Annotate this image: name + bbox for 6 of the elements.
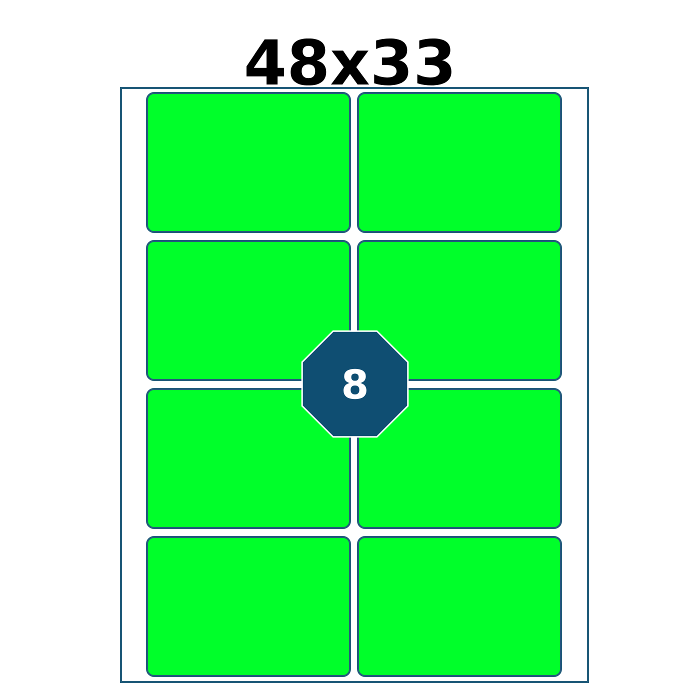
label-rectangle bbox=[357, 92, 562, 233]
label-rectangle bbox=[146, 92, 351, 233]
label-rectangle bbox=[357, 536, 562, 677]
count-octagon: 8 bbox=[301, 330, 409, 438]
label-rectangle bbox=[146, 536, 351, 677]
title: 48x33 bbox=[246, 38, 452, 86]
